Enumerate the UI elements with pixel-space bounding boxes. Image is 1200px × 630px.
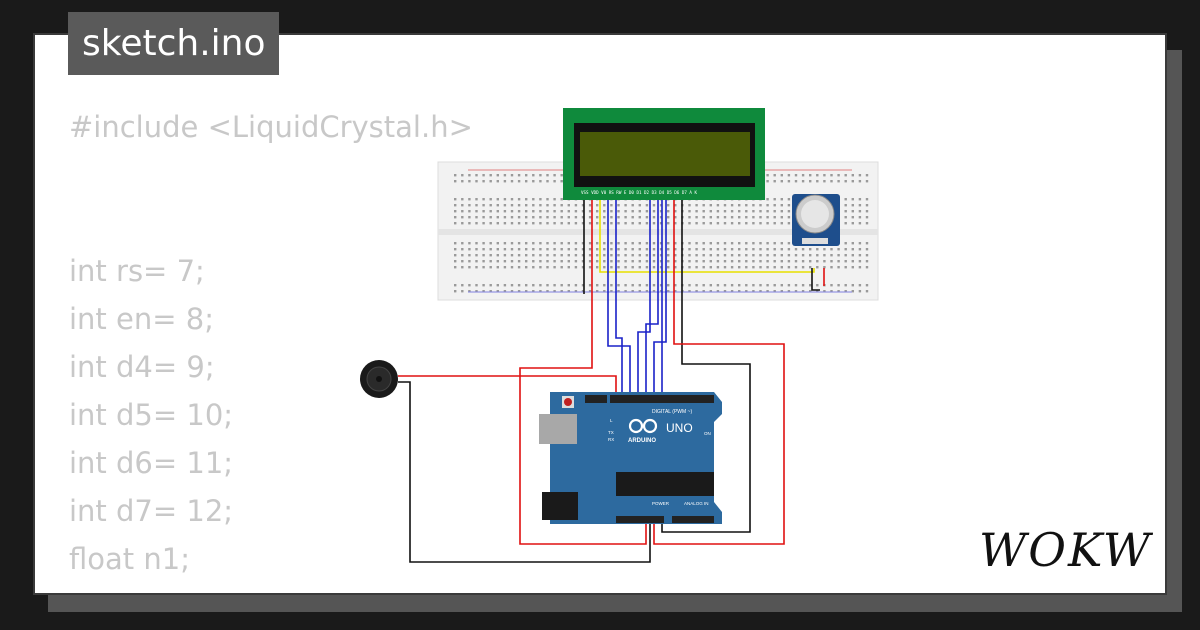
wire-blue-5	[653, 200, 667, 394]
sketch-filename: sketch.ino	[68, 12, 280, 75]
board-brand: ARDUINO	[628, 438, 656, 444]
code-line: float n1;	[69, 542, 190, 576]
lcd-pin-labels: VSS VDD V0 RS RW E D0 D1 D2 D3 D4 D5 D6 …	[581, 190, 697, 195]
wire-blue-3	[637, 200, 651, 394]
wire-black-3	[398, 381, 651, 563]
wire-blue-4	[645, 200, 659, 394]
analog-label: ANALOG IN	[684, 501, 709, 506]
wokwi-logo: WOKWi	[979, 523, 1153, 577]
wires	[398, 200, 825, 563]
code-line: int d7= 12;	[69, 494, 234, 528]
wire-blue-2	[615, 200, 623, 394]
wokwi-logo-text: WOKWi	[979, 523, 1153, 577]
code-line: #include <LiquidCrystal.h>	[69, 110, 473, 144]
code-line: int d6= 11;	[69, 446, 234, 480]
code-line: int d4= 9;	[69, 350, 215, 384]
circuit-diagram: VSS VDD V0 RS RW E D0 D1 D2 D3 D4 D5 D6 …	[360, 108, 879, 563]
wire-yellow	[599, 200, 815, 273]
digital-label: DIGITAL (PWM ~)	[652, 409, 692, 415]
wire-black-2	[661, 200, 751, 533]
arduino-uno: UNO ARDUINO DIGITAL (PWM ~) POWER ANALOG…	[539, 392, 722, 524]
code-line: float n2;	[69, 587, 190, 593]
l-label: L	[610, 418, 613, 423]
project-card: #include <LiquidCrystal.h> int rs= 7; int …	[33, 33, 1167, 595]
wire-red-3	[398, 375, 617, 394]
code-line: int rs= 7;	[69, 254, 205, 288]
code-line: int d5= 10;	[69, 398, 234, 432]
code-line: int en= 8;	[69, 302, 214, 336]
wire-red-2	[653, 200, 785, 545]
arduino-logo	[628, 418, 658, 434]
lcd-display: VSS VDD V0 RS RW E D0 D1 D2 D3 D4 D5 D6 …	[563, 108, 765, 200]
tx-label: TX	[608, 430, 614, 435]
potentiometer	[792, 194, 840, 246]
rx-label: RX	[608, 437, 614, 442]
wire-red-1	[519, 200, 647, 545]
buzzer	[360, 360, 398, 398]
board-model: UNO	[666, 421, 693, 435]
wire-black-4	[811, 268, 820, 291]
wire-blue-1	[607, 200, 631, 394]
power-label: POWER	[652, 501, 670, 506]
on-label: ON	[704, 431, 711, 436]
